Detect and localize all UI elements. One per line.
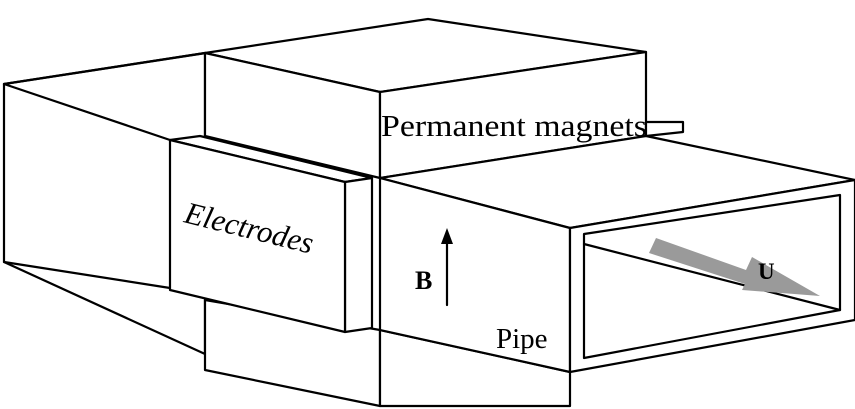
electrodes-front-face xyxy=(168,138,347,334)
pipe-body xyxy=(378,134,855,374)
pipe-inner-floor-line xyxy=(582,242,842,312)
magnets-label: Permanent magnets xyxy=(381,108,647,143)
flow-arrow-shape xyxy=(649,238,820,296)
pipe-label: Pipe xyxy=(496,323,548,355)
field-label: B xyxy=(415,266,432,295)
field-arrow-head xyxy=(441,228,453,244)
flow-arrow xyxy=(649,238,820,296)
velocity-label: U xyxy=(758,259,775,284)
field-arrow xyxy=(441,228,453,307)
top-magnet-tab xyxy=(644,120,685,138)
electrodes-side-face xyxy=(343,176,374,334)
left-magnet-bottom-edge xyxy=(2,260,172,290)
electrodes-block xyxy=(168,134,374,334)
left-magnet-top-diagonal xyxy=(2,82,172,142)
